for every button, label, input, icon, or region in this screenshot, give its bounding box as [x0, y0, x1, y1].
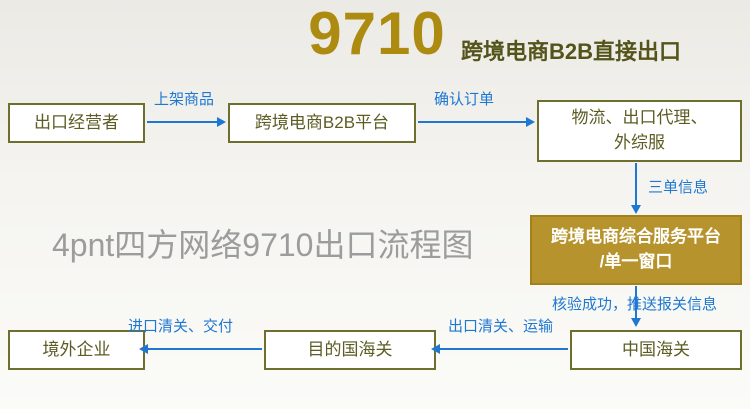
- arrow-verify-push: [631, 286, 641, 327]
- page-title-subtitle: 跨境电商B2B直接出口: [461, 39, 682, 64]
- edge-label-list-product: 上架商品: [154, 91, 215, 108]
- page-title-number: 9710: [308, 0, 446, 67]
- node-destination-customs: 目的国海关: [264, 330, 436, 370]
- node-exporter: 出口经营者: [8, 103, 145, 143]
- node-exporter-label: 出口经营者: [34, 112, 119, 132]
- node-overseas-enterprise: 境外企业: [8, 330, 145, 370]
- node-b2b-platform: 跨境电商B2B平台: [228, 103, 416, 143]
- watermark-text: 4pnt四方网络9710出口流程图: [52, 227, 474, 263]
- node-logistics-line2: 外综服: [614, 133, 665, 152]
- arrow-import-clearance: [139, 344, 262, 354]
- node-overseas-enterprise-label: 境外企业: [42, 339, 111, 359]
- node-china-customs: 中国海关: [570, 330, 742, 370]
- edge-label-verify-push: 核验成功，推送报关信息: [552, 296, 718, 313]
- node-logistics: 物流、出口代理、 外综服: [537, 100, 742, 162]
- node-b2b-platform-label: 跨境电商B2B平台: [254, 112, 390, 132]
- edge-label-import-clearance: 进口清关、交付: [128, 318, 234, 335]
- node-comprehensive-service-platform: 跨境电商综合服务平台 /单一窗口: [530, 215, 742, 285]
- edge-label-confirm-order: 确认订单: [434, 91, 495, 108]
- arrow-export-clearance: [431, 344, 568, 354]
- node-csp-line1: 跨境电商综合服务平台: [551, 227, 721, 247]
- arrow-confirm-order: [418, 117, 535, 127]
- edge-label-three-docs: 三单信息: [648, 179, 709, 196]
- node-logistics-line1: 物流、出口代理、: [571, 108, 708, 128]
- arrow-list-product: [147, 117, 226, 127]
- edge-label-export-clearance: 出口清关、运输: [448, 318, 554, 335]
- node-destination-customs-label: 目的国海关: [307, 339, 393, 359]
- node-csp-line2: /单一窗口: [599, 252, 673, 271]
- arrow-three-docs: [631, 163, 641, 214]
- node-china-customs-label: 中国海关: [622, 339, 690, 359]
